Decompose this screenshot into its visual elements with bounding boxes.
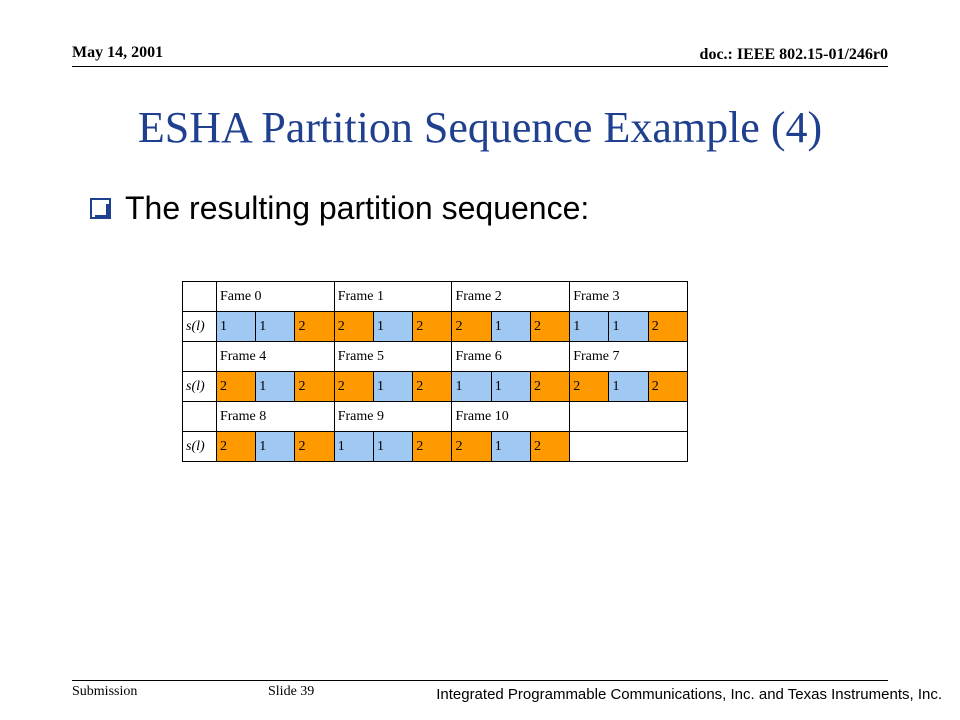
slot-cell: 2 [570, 372, 610, 402]
slot-cell: 2 [452, 432, 492, 462]
slot-cell: 2 [530, 372, 571, 402]
footer-organization: Integrated Programmable Communications, … [436, 686, 942, 703]
slot-cell: 2 [530, 312, 571, 342]
slot-cell: 2 [216, 432, 257, 462]
footer-submission: Submission [72, 684, 138, 699]
slot-cell: 2 [530, 432, 571, 462]
slot-cell: 1 [609, 312, 649, 342]
empty-frame-cell [570, 432, 689, 462]
row-label-blank [183, 402, 217, 432]
header-doc-id: doc.: IEEE 802.15-01/246r0 [699, 46, 888, 63]
header-date: May 14, 2001 [72, 44, 164, 61]
frame-header-cell: Frame 2 [452, 282, 571, 312]
slot-cell: 2 [334, 312, 374, 342]
slot-cell: 2 [295, 312, 335, 342]
slot-cell: 2 [295, 432, 335, 462]
frame-header-cell: Frame 7 [570, 342, 688, 372]
frame-header-cell: Fame 0 [216, 282, 335, 312]
slot-cell: 2 [648, 372, 688, 402]
slot-cell: 1 [373, 432, 414, 462]
slot-cell: 2 [413, 312, 453, 342]
slot-cell: 1 [216, 312, 257, 342]
slot-cell: 1 [373, 312, 414, 342]
slide-title: ESHA Partition Sequence Example (4) [137, 103, 823, 152]
frame-header-cell [570, 402, 688, 432]
footer-slide-number: Slide 39 [268, 684, 315, 699]
slot-cell: 2 [334, 372, 374, 402]
slot-cell: 1 [491, 432, 531, 462]
slot-cell: 2 [413, 372, 453, 402]
bullet-text: The resulting partition sequence: [125, 190, 590, 226]
checkbox-bullet-icon [90, 198, 111, 219]
row-label: s(l) [183, 432, 217, 462]
header-rule [72, 66, 888, 67]
slot-cell: 1 [570, 312, 610, 342]
slot-cell: 2 [413, 432, 453, 462]
frame-header-cell: Frame 5 [334, 342, 453, 372]
frame-header-cell: Frame 6 [452, 342, 571, 372]
frame-header-cell: Frame 9 [334, 402, 453, 432]
slot-cell: 2 [648, 312, 688, 342]
frame-header-cell: Frame 1 [334, 282, 453, 312]
slot-cell: 1 [334, 432, 374, 462]
row-label-blank [183, 342, 217, 372]
footer-rule [72, 680, 888, 681]
slot-cell: 1 [256, 312, 296, 342]
frame-header-cell: Frame 8 [216, 402, 335, 432]
row-label: s(l) [183, 312, 217, 342]
slot-cell: 2 [216, 372, 257, 402]
row-label-blank [183, 282, 217, 312]
slot-cell: 1 [452, 372, 492, 402]
row-label: s(l) [183, 372, 217, 402]
frame-header-cell: Frame 3 [570, 282, 688, 312]
slot-cell: 1 [256, 372, 296, 402]
frame-header-cell: Frame 10 [452, 402, 571, 432]
slot-cell: 2 [295, 372, 335, 402]
slot-cell: 1 [256, 432, 296, 462]
slot-cell: 1 [373, 372, 414, 402]
slot-cell: 1 [491, 312, 531, 342]
slot-cell: 2 [452, 312, 492, 342]
frame-header-cell: Frame 4 [216, 342, 335, 372]
slot-cell: 1 [491, 372, 531, 402]
slot-cell: 1 [609, 372, 649, 402]
bullet-item: The resulting partition sequence: [90, 190, 589, 227]
